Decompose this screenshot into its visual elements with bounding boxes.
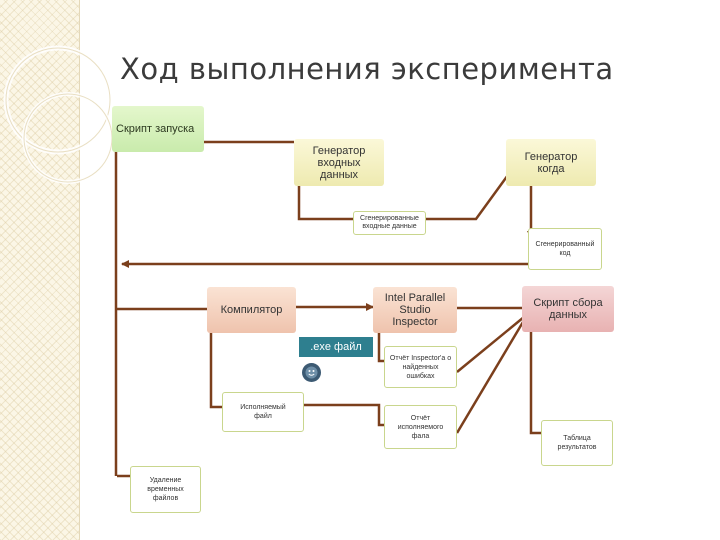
- executable-file-node: Исполняемый файл: [222, 392, 304, 432]
- decorative-side-band: [0, 0, 80, 540]
- inspector-report-node: Отчёт Inspector'а о найденных ошибках: [384, 346, 457, 388]
- delete-temp-files-node: Удаление временных файлов: [130, 466, 201, 513]
- compiler-node: Компилятор: [207, 287, 296, 333]
- collect-script-node: Скрипт сбора данных: [522, 286, 614, 332]
- generated-input-node: Сгенерированные входные данные: [353, 211, 426, 235]
- slide-title: Ход выполнения эксперимента: [120, 52, 614, 86]
- launch-script-node: Скрипт запуска: [112, 106, 204, 152]
- exe-file-node: .exe файл: [299, 337, 373, 357]
- smiley-icon: [302, 363, 321, 382]
- side-band-divider: [79, 0, 80, 540]
- executable-report-node: Отчёт исполняемого фала: [384, 405, 457, 449]
- intel-inspector-node: Intel Parallel Studio Inspector: [373, 287, 457, 333]
- results-table-node: Таблица результатов: [541, 420, 613, 466]
- code-generator-node: Генератор когда: [506, 139, 596, 186]
- input-generator-node: Генератор входных данных: [294, 139, 384, 186]
- generated-code-node: Сгенерированный код: [528, 228, 602, 270]
